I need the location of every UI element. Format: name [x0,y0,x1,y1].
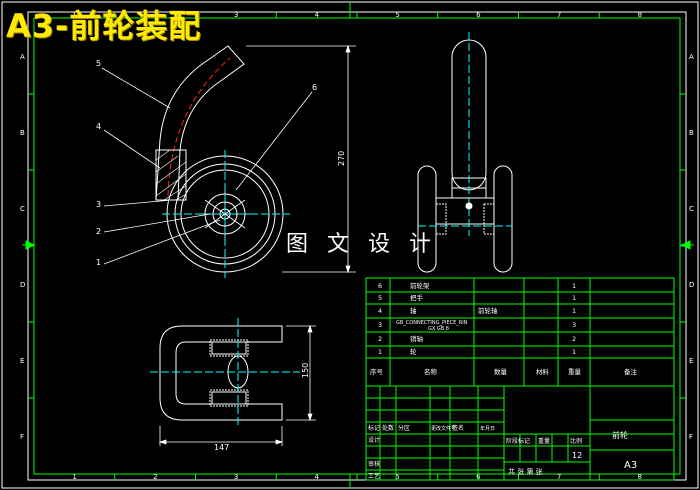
balloon-6: 6 [312,83,317,92]
watermark-text: 图 文 设 计 [286,232,437,257]
zone-column-label-top: 3 [234,11,238,19]
zone-row-label-left: B [20,129,25,137]
bom-row-name: 把手 [410,293,424,302]
bom-row-qty: 1 [572,282,576,290]
tb-scale-label: 比例 [570,437,582,445]
bom-row-qty: 1 [572,307,576,315]
balloon-5: 5 [96,59,101,68]
balloon-4: 4 [96,122,101,131]
bom-row-name: 轴 [410,306,417,315]
top-width-dimension: 147 [214,443,229,452]
tb-process-label: 工艺 [368,472,380,480]
tb-sign-label: 签名 [452,424,464,432]
tb-mark-label: 标记 [368,424,380,432]
top-height-dimension: 150 [301,363,310,378]
bom-row-no: 1 [378,348,382,356]
bom-row-no: 3 [378,321,382,329]
zone-row-label-right: E [689,357,693,365]
side-height-dimension: 270 [337,151,346,166]
zone-column-label-top: 6 [476,11,481,19]
zone-column-label-bottom: 5 [395,473,399,481]
zone-row-label-right: B [689,129,694,137]
zone-row-label-right: D [689,281,694,289]
top-view [150,318,316,446]
zone-row-label-left: F [20,433,24,441]
bom-row-no: 2 [378,335,382,343]
zone-column-label-top: 2 [153,11,157,19]
tb-count-label: 处数 [382,424,394,432]
zone-row-label-right: C [689,205,694,213]
bom-header-note: 备注 [624,367,638,376]
balloon-3: 3 [96,200,101,209]
zone-column-label-top: 8 [638,11,642,19]
zone-column-label-bottom: 7 [557,473,561,481]
bom-row-name: 前轮架 [410,281,430,290]
zone-row-label-left: C [20,205,25,213]
zone-column-label-bottom: 6 [476,473,481,481]
bom-header-weight: 重量 [568,368,582,376]
zone-row-label-right: A [689,53,694,61]
zone-column-label-top: 4 [315,11,320,19]
bom-header-qty: 数量 [494,367,508,376]
zone-column-label-bottom: 3 [234,473,238,481]
bom-header-name: 名称 [424,367,438,376]
front-view [417,32,513,273]
zone-row-label-left: E [20,357,24,365]
tb-weight-label: 重量 [538,437,550,445]
bom-row-no: 4 [378,307,382,315]
bom-header-material: 材料 [536,367,550,376]
side-view [101,44,356,278]
bom-row-qty: 2 [572,335,576,343]
bom-row-qty: 1 [572,294,576,302]
centering-marks [22,2,694,488]
page-title: A3-前轮装配 [6,7,202,45]
bom-table [365,277,675,387]
bom-row-no: 5 [378,294,382,302]
tb-drawing-name: 前轮 [612,430,628,440]
tb-sheet-text: 共 张 第 张 [508,467,543,476]
tb-zone-label: 分区 [398,424,410,432]
bom-row-name: 销轴 [410,334,424,343]
tb-date-label: 年月日 [480,425,495,432]
tb-stage-label: 阶段标记 [506,437,530,445]
zone-row-label-left: D [20,281,25,289]
zone-column-label-bottom: 1 [72,473,76,481]
zone-column-label-bottom: 8 [638,473,642,481]
tb-design-label: 设计 [368,436,380,444]
bom-row-qty: 3 [572,321,576,329]
zone-column-label-top: 5 [395,11,399,19]
balloon-2: 2 [96,227,101,236]
zone-column-label-top: 7 [557,11,561,19]
bom-row-qty: 1 [572,348,576,356]
bom-header-no: 序号 [370,367,384,376]
tb-format: A3 [624,460,637,471]
title-block [365,385,675,481]
zone-row-label-left: A [20,53,25,61]
bom-row-no: 6 [378,282,382,290]
bom-row-name: GX GB 8 [428,326,449,332]
zone-row-label-right: F [689,433,693,441]
tb-review-label: 审核 [368,460,380,468]
bom-row-name: 轮 [410,347,417,356]
tb-change-doc-label: 更改文件号 [431,425,456,432]
zone-column-label-bottom: 2 [153,473,157,481]
bom-row-name: GB_CONNECTING_PIECE_RIN [396,320,468,326]
tb-scale-value: 12 [572,451,582,460]
balloon-1: 1 [96,258,101,267]
bom-row-code: 前轮轴 [478,306,498,315]
zone-column-label-bottom: 4 [315,473,320,481]
zone-column-label-top: 1 [72,11,76,19]
